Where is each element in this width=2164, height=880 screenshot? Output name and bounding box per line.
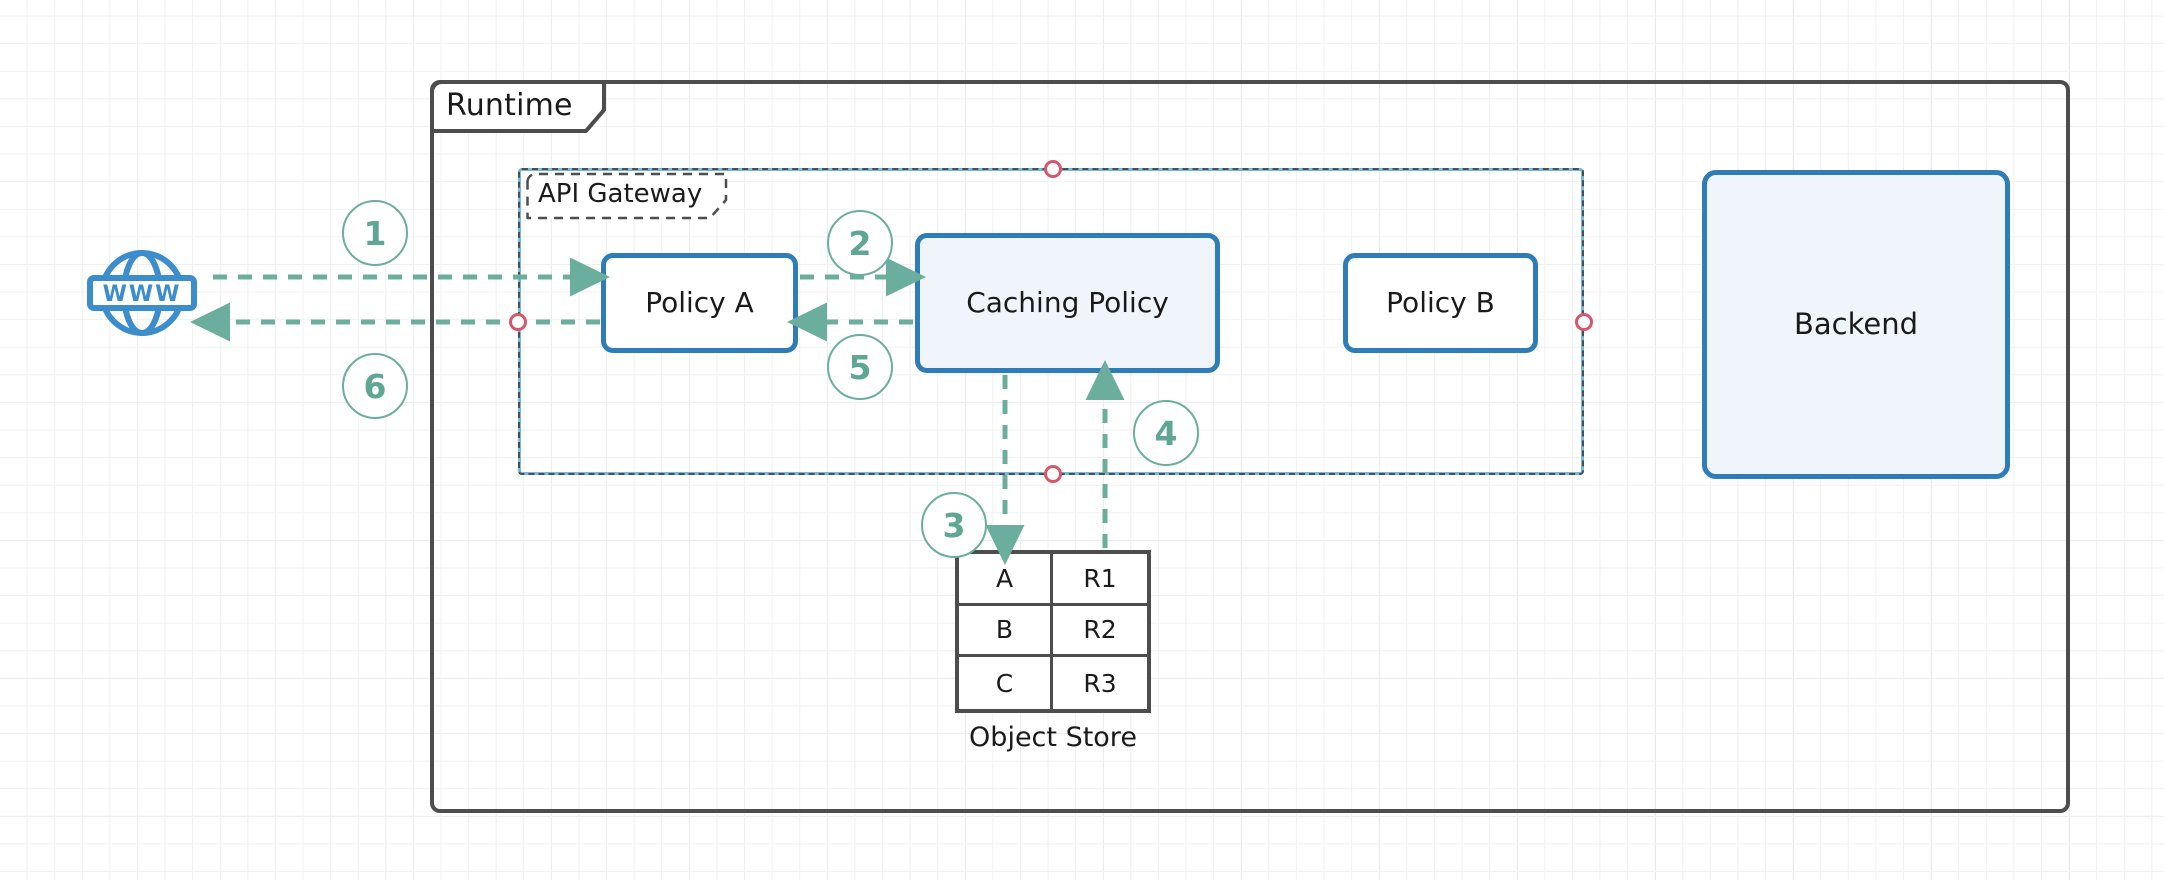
caching-policy-node[interactable]: Caching Policy [915,233,1220,373]
runtime-label: Runtime [446,88,573,123]
step-badge-6[interactable]: 6 [342,353,408,419]
connection-port-top[interactable] [1044,160,1062,178]
step-badge-4[interactable]: 4 [1133,400,1199,466]
table-cell-value: R1 [1053,554,1147,606]
step-badge-5[interactable]: 5 [827,334,893,400]
table-cell-key: B [959,605,1053,658]
table-cell-key: C [959,657,1053,709]
backend-node[interactable]: Backend [1702,170,2010,479]
runtime-label-tab [430,80,606,133]
connection-port-bottom[interactable] [1044,465,1062,483]
policy-a-label: Policy A [645,286,754,320]
connection-port-right[interactable] [1575,313,1593,331]
step-badge-3[interactable]: 3 [921,492,987,558]
backend-label: Backend [1793,307,1918,342]
table-cell-key: A [959,554,1053,606]
api-gateway-label: API Gateway [538,179,703,209]
object-store-label: Object Store [969,722,1137,753]
table-cell-value: R3 [1083,668,1117,698]
runtime-container[interactable] [430,80,2070,813]
step-badge-2[interactable]: 2 [827,210,893,276]
globe-www-icon: WWW [87,250,197,336]
object-store-table[interactable]: A R1 B R2 C R3 [955,550,1151,713]
www-node[interactable]: WWW [72,250,212,336]
table-cell-value: R2 [1053,606,1147,658]
step-badge-1[interactable]: 1 [342,200,408,266]
policy-a-node[interactable]: Policy A [601,253,798,353]
api-gateway-label-tab [526,172,728,220]
connection-port-left[interactable] [509,313,527,331]
policy-b-node[interactable]: Policy B [1343,253,1538,353]
svg-text:WWW: WWW [103,282,182,307]
policy-b-label: Policy B [1386,286,1495,320]
caching-policy-label: Caching Policy [966,286,1169,320]
